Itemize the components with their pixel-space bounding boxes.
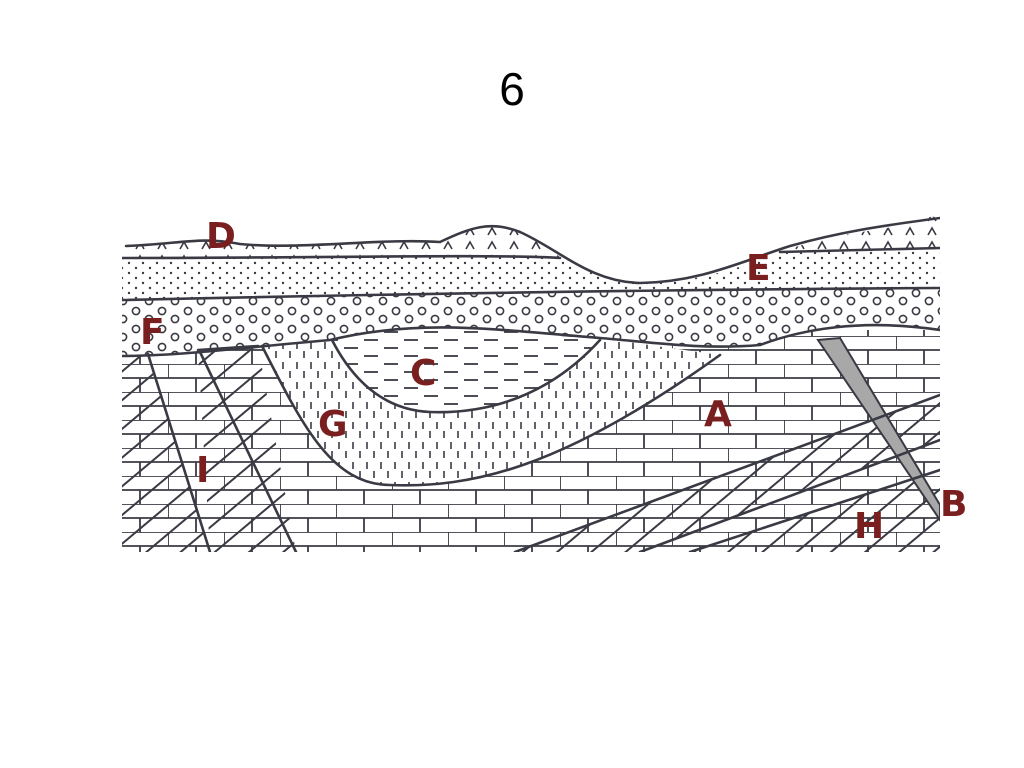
unit-b-dike	[816, 336, 940, 522]
contact-h-top	[513, 393, 940, 552]
contact-e-f	[122, 286, 940, 302]
label-b: B	[940, 484, 967, 525]
label-e: E	[746, 248, 771, 289]
contact-i-right	[196, 344, 298, 552]
label-c: C	[410, 353, 436, 394]
unit-c-fill	[332, 328, 600, 413]
contact-i-left	[146, 352, 212, 552]
contact-band-b	[688, 468, 940, 552]
contact-topography	[124, 216, 940, 285]
unit-d-soil-right	[780, 216, 940, 252]
contact-d-e-right	[778, 246, 940, 254]
label-h: H	[854, 506, 884, 547]
unit-d-soil	[126, 226, 560, 258]
slide-number: 6	[499, 63, 525, 115]
label-a: A	[704, 394, 732, 435]
label-f: F	[140, 312, 165, 353]
label-d: D	[206, 216, 236, 257]
contact-erosion-surface	[122, 323, 940, 358]
unit-e-sand	[122, 248, 940, 300]
contact-c-base	[330, 338, 602, 414]
contact-d-e	[122, 254, 562, 260]
contact-band-a	[638, 438, 940, 552]
unit-i-body	[122, 352, 210, 552]
contact-g-base	[260, 344, 722, 487]
label-i: I	[196, 450, 209, 491]
label-g: G	[318, 404, 348, 445]
